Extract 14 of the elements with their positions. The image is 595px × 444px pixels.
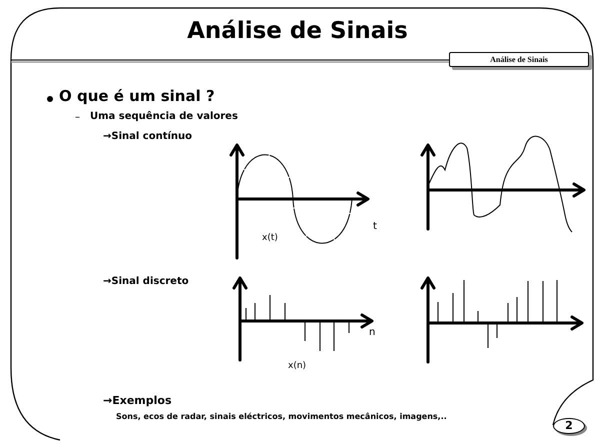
list-item: →Sinal contínuo bbox=[103, 131, 192, 142]
axis-label: n bbox=[369, 327, 376, 338]
page-number: 2 bbox=[553, 418, 585, 434]
axis-label: t bbox=[373, 221, 377, 232]
slide-title: Análise de Sinais bbox=[186, 18, 409, 44]
section-tab: Análise de Sinais bbox=[449, 52, 589, 67]
signal-label: x(t) bbox=[262, 234, 278, 244]
dash: – bbox=[75, 112, 80, 123]
list-item: →Exemplos bbox=[103, 395, 172, 408]
list-item: →Sinal discreto bbox=[103, 276, 189, 287]
signal-label: x(n) bbox=[288, 362, 306, 372]
list-item: Uma sequência de valores bbox=[90, 111, 238, 122]
example-text: Sons, ecos de radar, sinais eléctricos, movimentos mecânicos, imagens,.. bbox=[116, 413, 447, 422]
bullet-text: O que é um sinal ? bbox=[59, 88, 215, 104]
